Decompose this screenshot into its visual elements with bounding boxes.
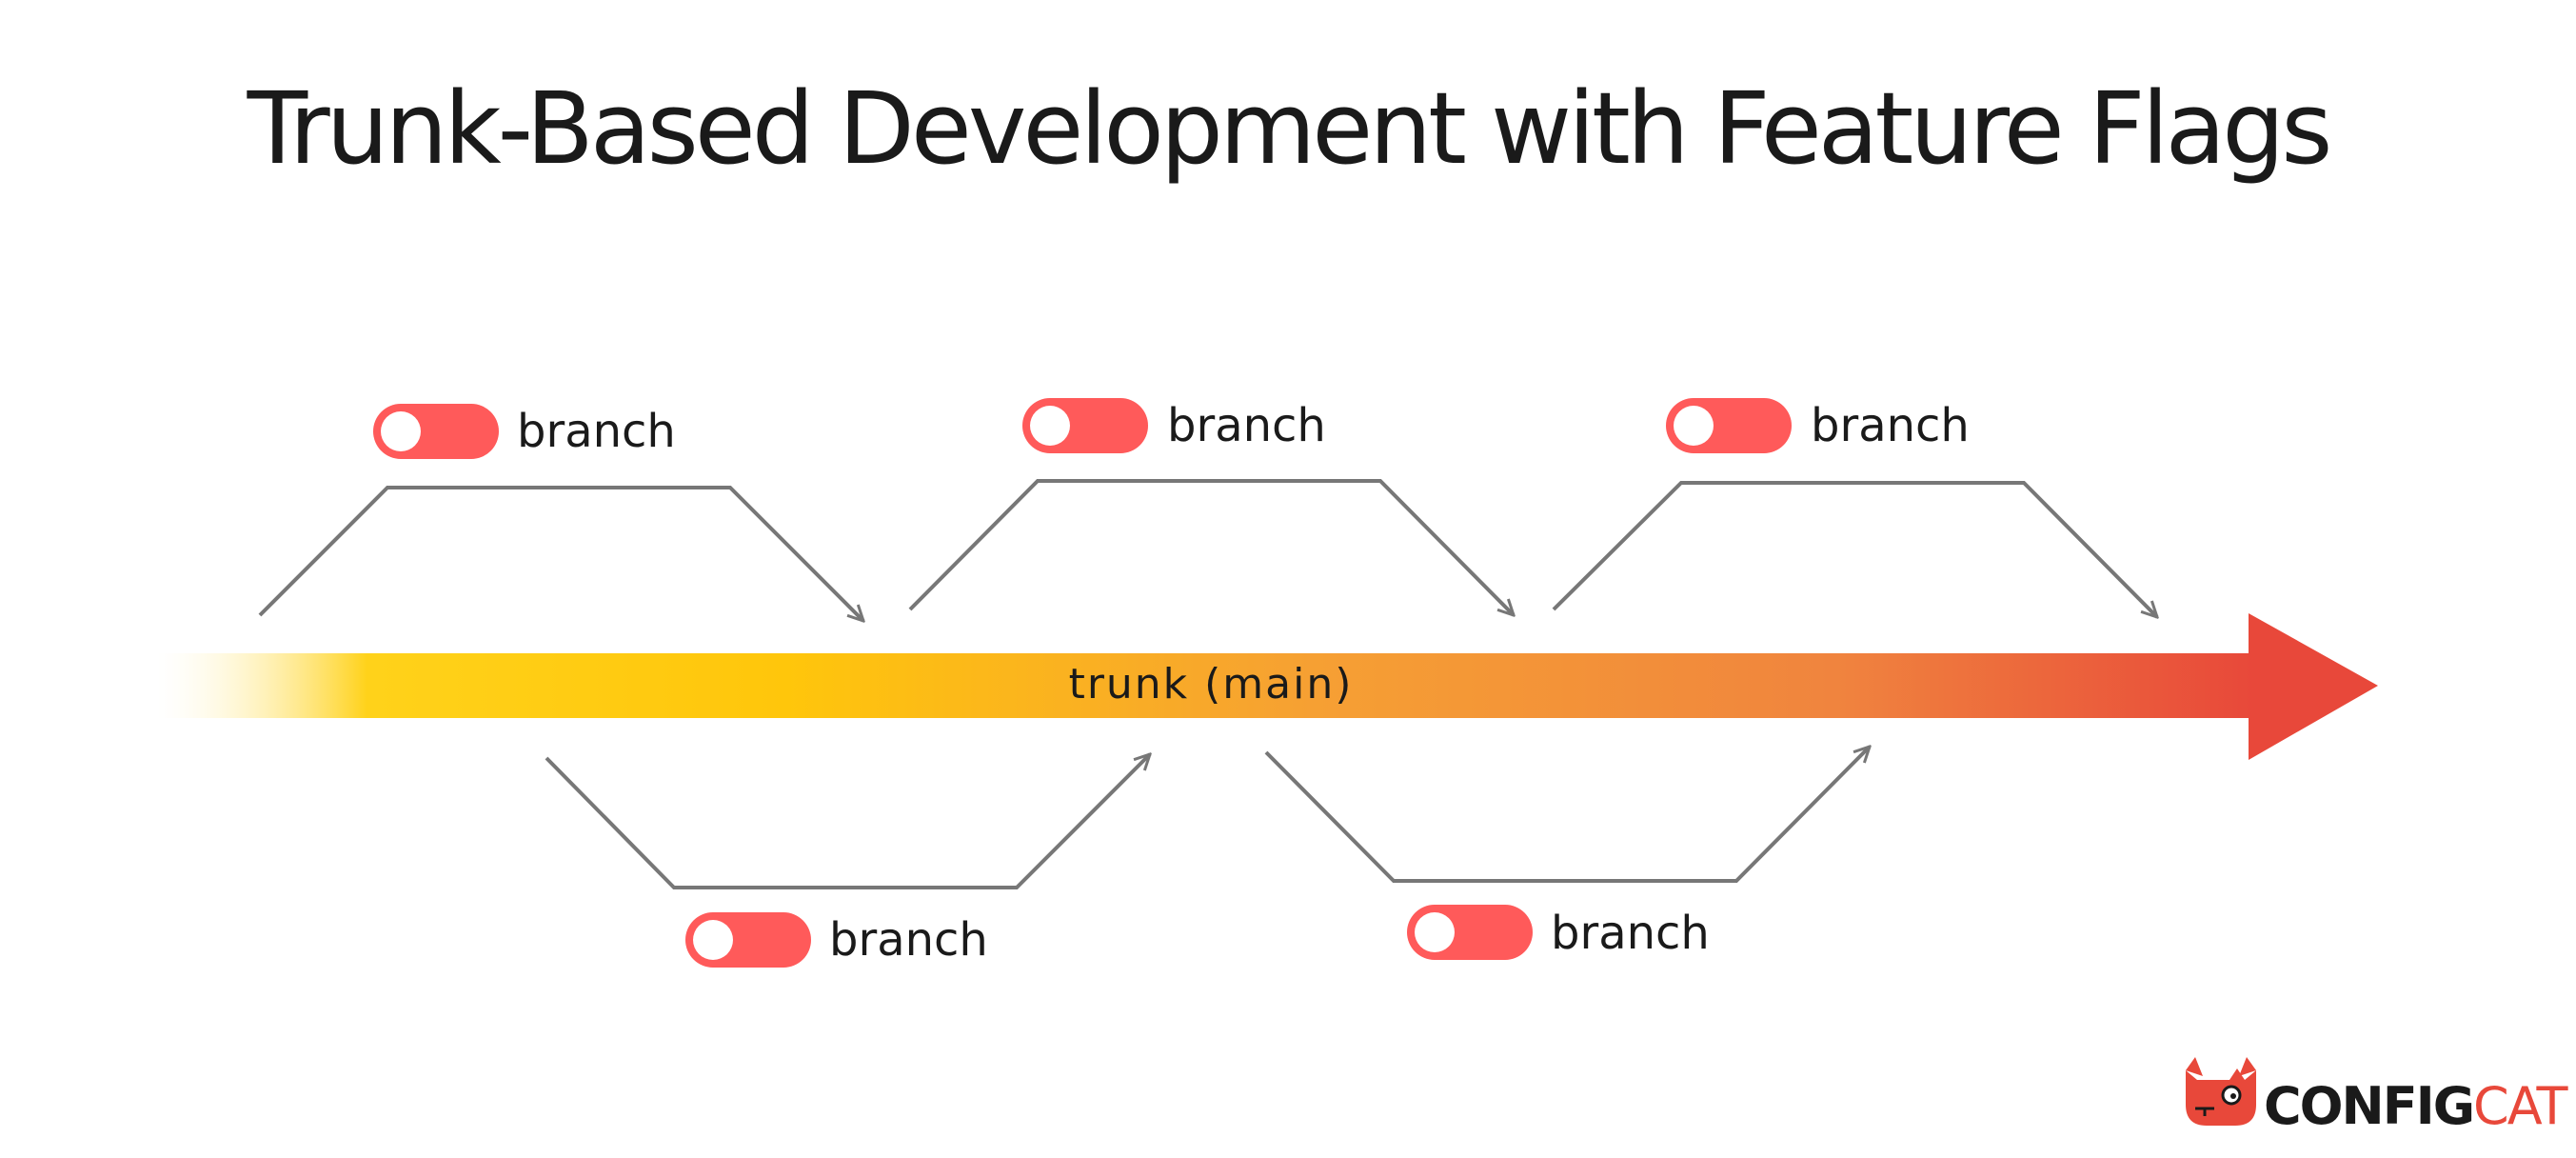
branch-label: branch (829, 913, 988, 967)
branch-path (258, 486, 863, 621)
toggle-icon (1666, 398, 1792, 453)
branch-label: branch (1167, 399, 1326, 452)
configcat-logo: CONFIGCAT (2186, 1057, 2570, 1136)
toggle-icon (1022, 398, 1148, 453)
branch-path (1552, 481, 2157, 617)
toggle-icon (685, 912, 811, 968)
branch-path (545, 754, 1150, 889)
branch-top-3: branch (1552, 398, 2157, 617)
logo-text-bold: CONFIG (2264, 1076, 2473, 1136)
trunk-label: trunk (main) (1069, 660, 1354, 709)
logo-text-light: CAT (2473, 1076, 2568, 1136)
toggle-icon (1407, 905, 1533, 960)
branch-label: branch (1551, 907, 1710, 960)
trunk-arrow-head-icon (2249, 613, 2378, 760)
cat-icon (2186, 1057, 2256, 1126)
branch-label: branch (517, 405, 676, 458)
branch-top-1: branch (258, 404, 863, 621)
toggle-icon (373, 404, 499, 459)
branch-label: branch (1811, 399, 1970, 452)
branch-path (1264, 747, 1870, 883)
branch-top-2: branch (908, 398, 1514, 615)
branch-bottom-2: branch (1264, 747, 1870, 960)
branch-bottom-1: branch (545, 754, 1150, 968)
trunk-bar (157, 653, 2256, 718)
logo-text: CONFIGCAT (2264, 1076, 2568, 1136)
branch-path (908, 479, 1514, 615)
page-title: Trunk-Based Development with Feature Fla… (247, 70, 2333, 187)
trunk-arrow: trunk (main) (157, 613, 2378, 760)
